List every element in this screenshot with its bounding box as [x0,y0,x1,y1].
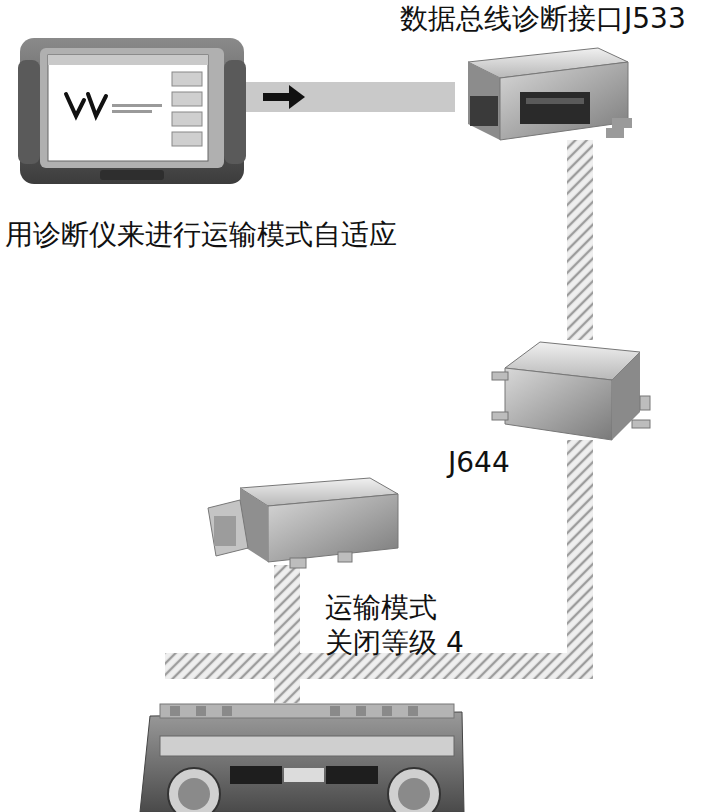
diagnostic-tester-part [48,55,208,65]
control-panel-part [284,768,324,782]
gateway-module-part [526,98,584,104]
control-module-part [492,412,508,420]
diagnostic-tester [18,38,246,184]
gateway-module-part [520,92,590,124]
gateway-module-part [470,96,498,126]
control-panel-part [160,704,454,718]
control-unit [208,478,398,568]
unit-node: 运输模式 关闭等级 4 [205,475,400,565]
control-module [492,342,650,440]
diagnostic-tester-part [172,112,202,126]
control-panel-part [330,706,340,716]
diagnostic-tester-part [112,104,162,107]
diagnostic-tester-part [66,94,106,116]
control-panel-part [160,736,454,756]
diagnostic-tester-part [20,38,244,184]
control-unit-part [290,558,306,568]
bus-line [567,140,593,340]
control-panel [140,704,464,812]
component-label: J644 [448,446,510,480]
gateway-module [468,48,632,140]
gateway-module-part [612,118,632,128]
diagnostic-tester-part [18,60,40,164]
bus-connector [246,85,455,109]
module-node: J644 [490,340,650,440]
control-panel-part [168,768,220,812]
control-panel-part [398,778,430,810]
diagnostic-tester-part [224,60,246,164]
signal-band [246,82,455,112]
arrow-head [289,85,305,109]
control-panel-part [382,706,392,716]
tester-node: 用诊断仪来进行运输模式自适应 [18,35,246,185]
control-panel-part [230,766,282,784]
control-panel-part [356,706,366,716]
control-module-part [640,396,650,410]
diagnostic-tester-part [48,55,208,161]
control-panel-part [408,706,418,716]
diagnostic-tester-part [112,110,152,113]
control-panel-part [388,768,440,812]
diagnostic-tester-part [100,170,164,180]
control-panel-part [140,712,464,812]
control-panel-part [222,706,232,716]
control-unit-part [338,552,352,562]
control-module-part [492,372,508,380]
control-unit-part [268,494,398,562]
gateway-module-part [606,128,624,138]
control-module-part [632,420,650,428]
diagnostic-tester-part [172,72,202,86]
diagnostic-tester-part [172,92,202,106]
gateway-node: 数据总线诊断接口J533 [455,40,630,140]
control-panel-part [196,706,206,716]
diagnostic-tester-part [40,48,224,168]
component-label: 用诊断仪来进行运输模式自适应 [5,218,397,252]
control-unit-part [214,516,236,546]
gateway-module-part [500,62,628,140]
control-panel-part [326,766,378,784]
arrow-shaft [263,93,293,101]
control-unit-part [208,500,248,556]
diagnostic-tester-part [172,132,202,146]
component-label: 运输模式 关闭等级 4 [325,590,467,660]
component-label: 数据总线诊断接口J533 [400,2,686,36]
gateway-module-part [468,62,500,140]
bus-connector [580,140,581,340]
control-module-part [505,368,612,440]
control-panel-part [170,706,180,716]
control-panel-part [178,778,210,810]
